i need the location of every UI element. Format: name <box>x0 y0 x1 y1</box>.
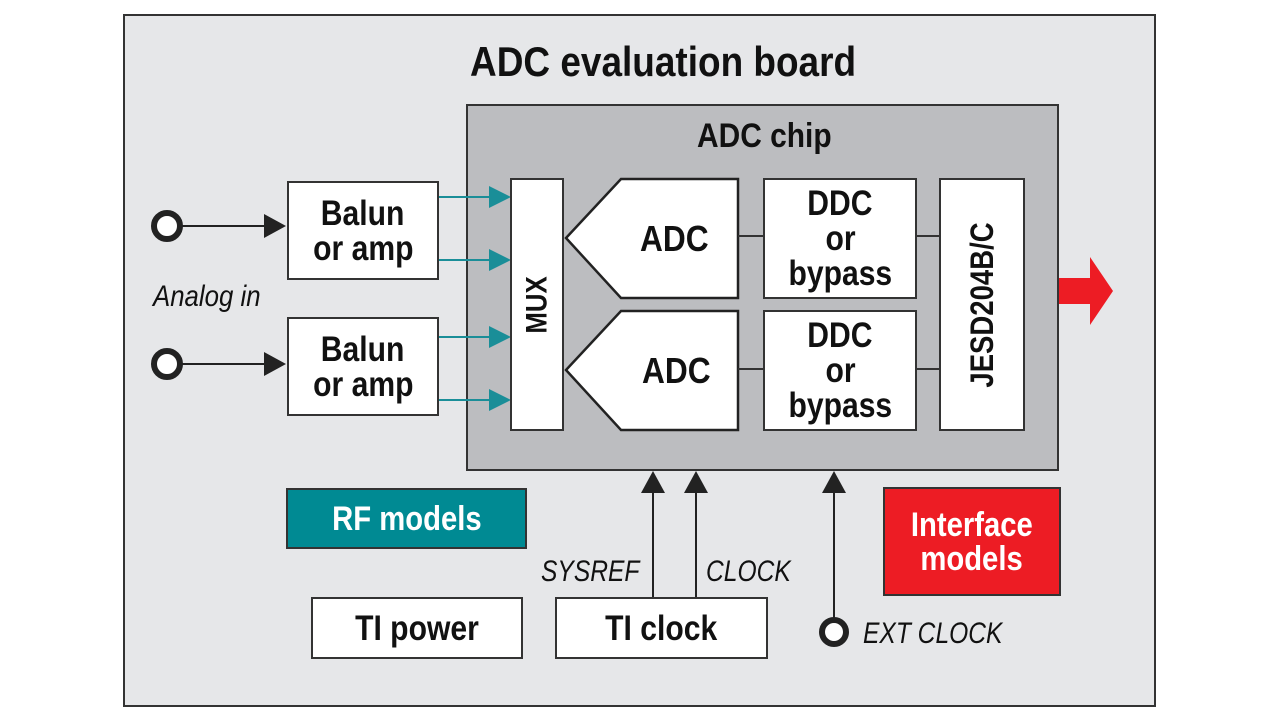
balun-1-line1: Balun <box>321 193 405 233</box>
ddc-2-line3: bypass <box>788 386 892 425</box>
analog-in-2-arrowhead <box>264 352 286 376</box>
ddc-2-line1: DDC <box>807 316 873 355</box>
chip-title: ADC chip <box>697 117 832 155</box>
balun-to-mux-arrows <box>438 186 511 411</box>
ti-clock-label: TI clock <box>605 608 718 648</box>
clock-label: CLOCK <box>706 555 791 588</box>
adc-1-shape <box>564 177 740 300</box>
ddc-1-line1: DDC <box>807 184 873 223</box>
mux-block: MUX <box>510 178 564 431</box>
ddc-1-line2: or <box>824 219 856 258</box>
ddc-2-line2: or <box>824 351 856 390</box>
adc-1-label: ADC <box>640 218 709 259</box>
teal-arrowhead-3 <box>489 326 511 348</box>
ddc-1-line3: bypass <box>788 254 892 293</box>
interface-models-line2: models <box>920 539 1024 578</box>
adc-2-shape <box>564 309 740 432</box>
adc-2-label: ADC <box>642 350 711 391</box>
balun-1-line2: or amp <box>312 228 414 268</box>
teal-arrowhead-2 <box>489 249 511 271</box>
balun-2-line1: Balun <box>321 329 405 369</box>
output-arrow-icon <box>1059 257 1113 325</box>
teal-arrowhead-1 <box>489 186 511 208</box>
interface-models-line1: Interface <box>911 505 1033 544</box>
ti-power-label: TI power <box>355 608 479 648</box>
ext-clock-arrowhead <box>822 471 846 493</box>
ti-power-box: TI power <box>311 597 523 659</box>
board-title: ADC evaluation board <box>470 38 857 85</box>
jesd-label: JESD204B/C <box>964 221 1000 388</box>
balun-2-line2: or amp <box>312 364 414 404</box>
ext-clock-terminal <box>819 617 849 647</box>
analog-in-label: Analog in <box>153 280 261 313</box>
sysref-label: SYSREF <box>541 555 640 588</box>
clock-arrowhead <box>684 471 708 493</box>
rf-models-badge: RF models <box>286 488 527 549</box>
rf-models-label: RF models <box>331 499 482 538</box>
teal-arrowhead-4 <box>489 389 511 411</box>
ext-clock-label: EXT CLOCK <box>863 617 1003 650</box>
ti-clock-box: TI clock <box>555 597 768 659</box>
mux-label: MUX <box>520 275 554 334</box>
analog-in-2-terminal <box>151 348 183 380</box>
jesd-block: JESD204B/C <box>939 178 1025 431</box>
sysref-arrowhead <box>641 471 665 493</box>
analog-in-1-terminal <box>151 210 183 242</box>
analog-in-1-arrowhead <box>264 214 286 238</box>
